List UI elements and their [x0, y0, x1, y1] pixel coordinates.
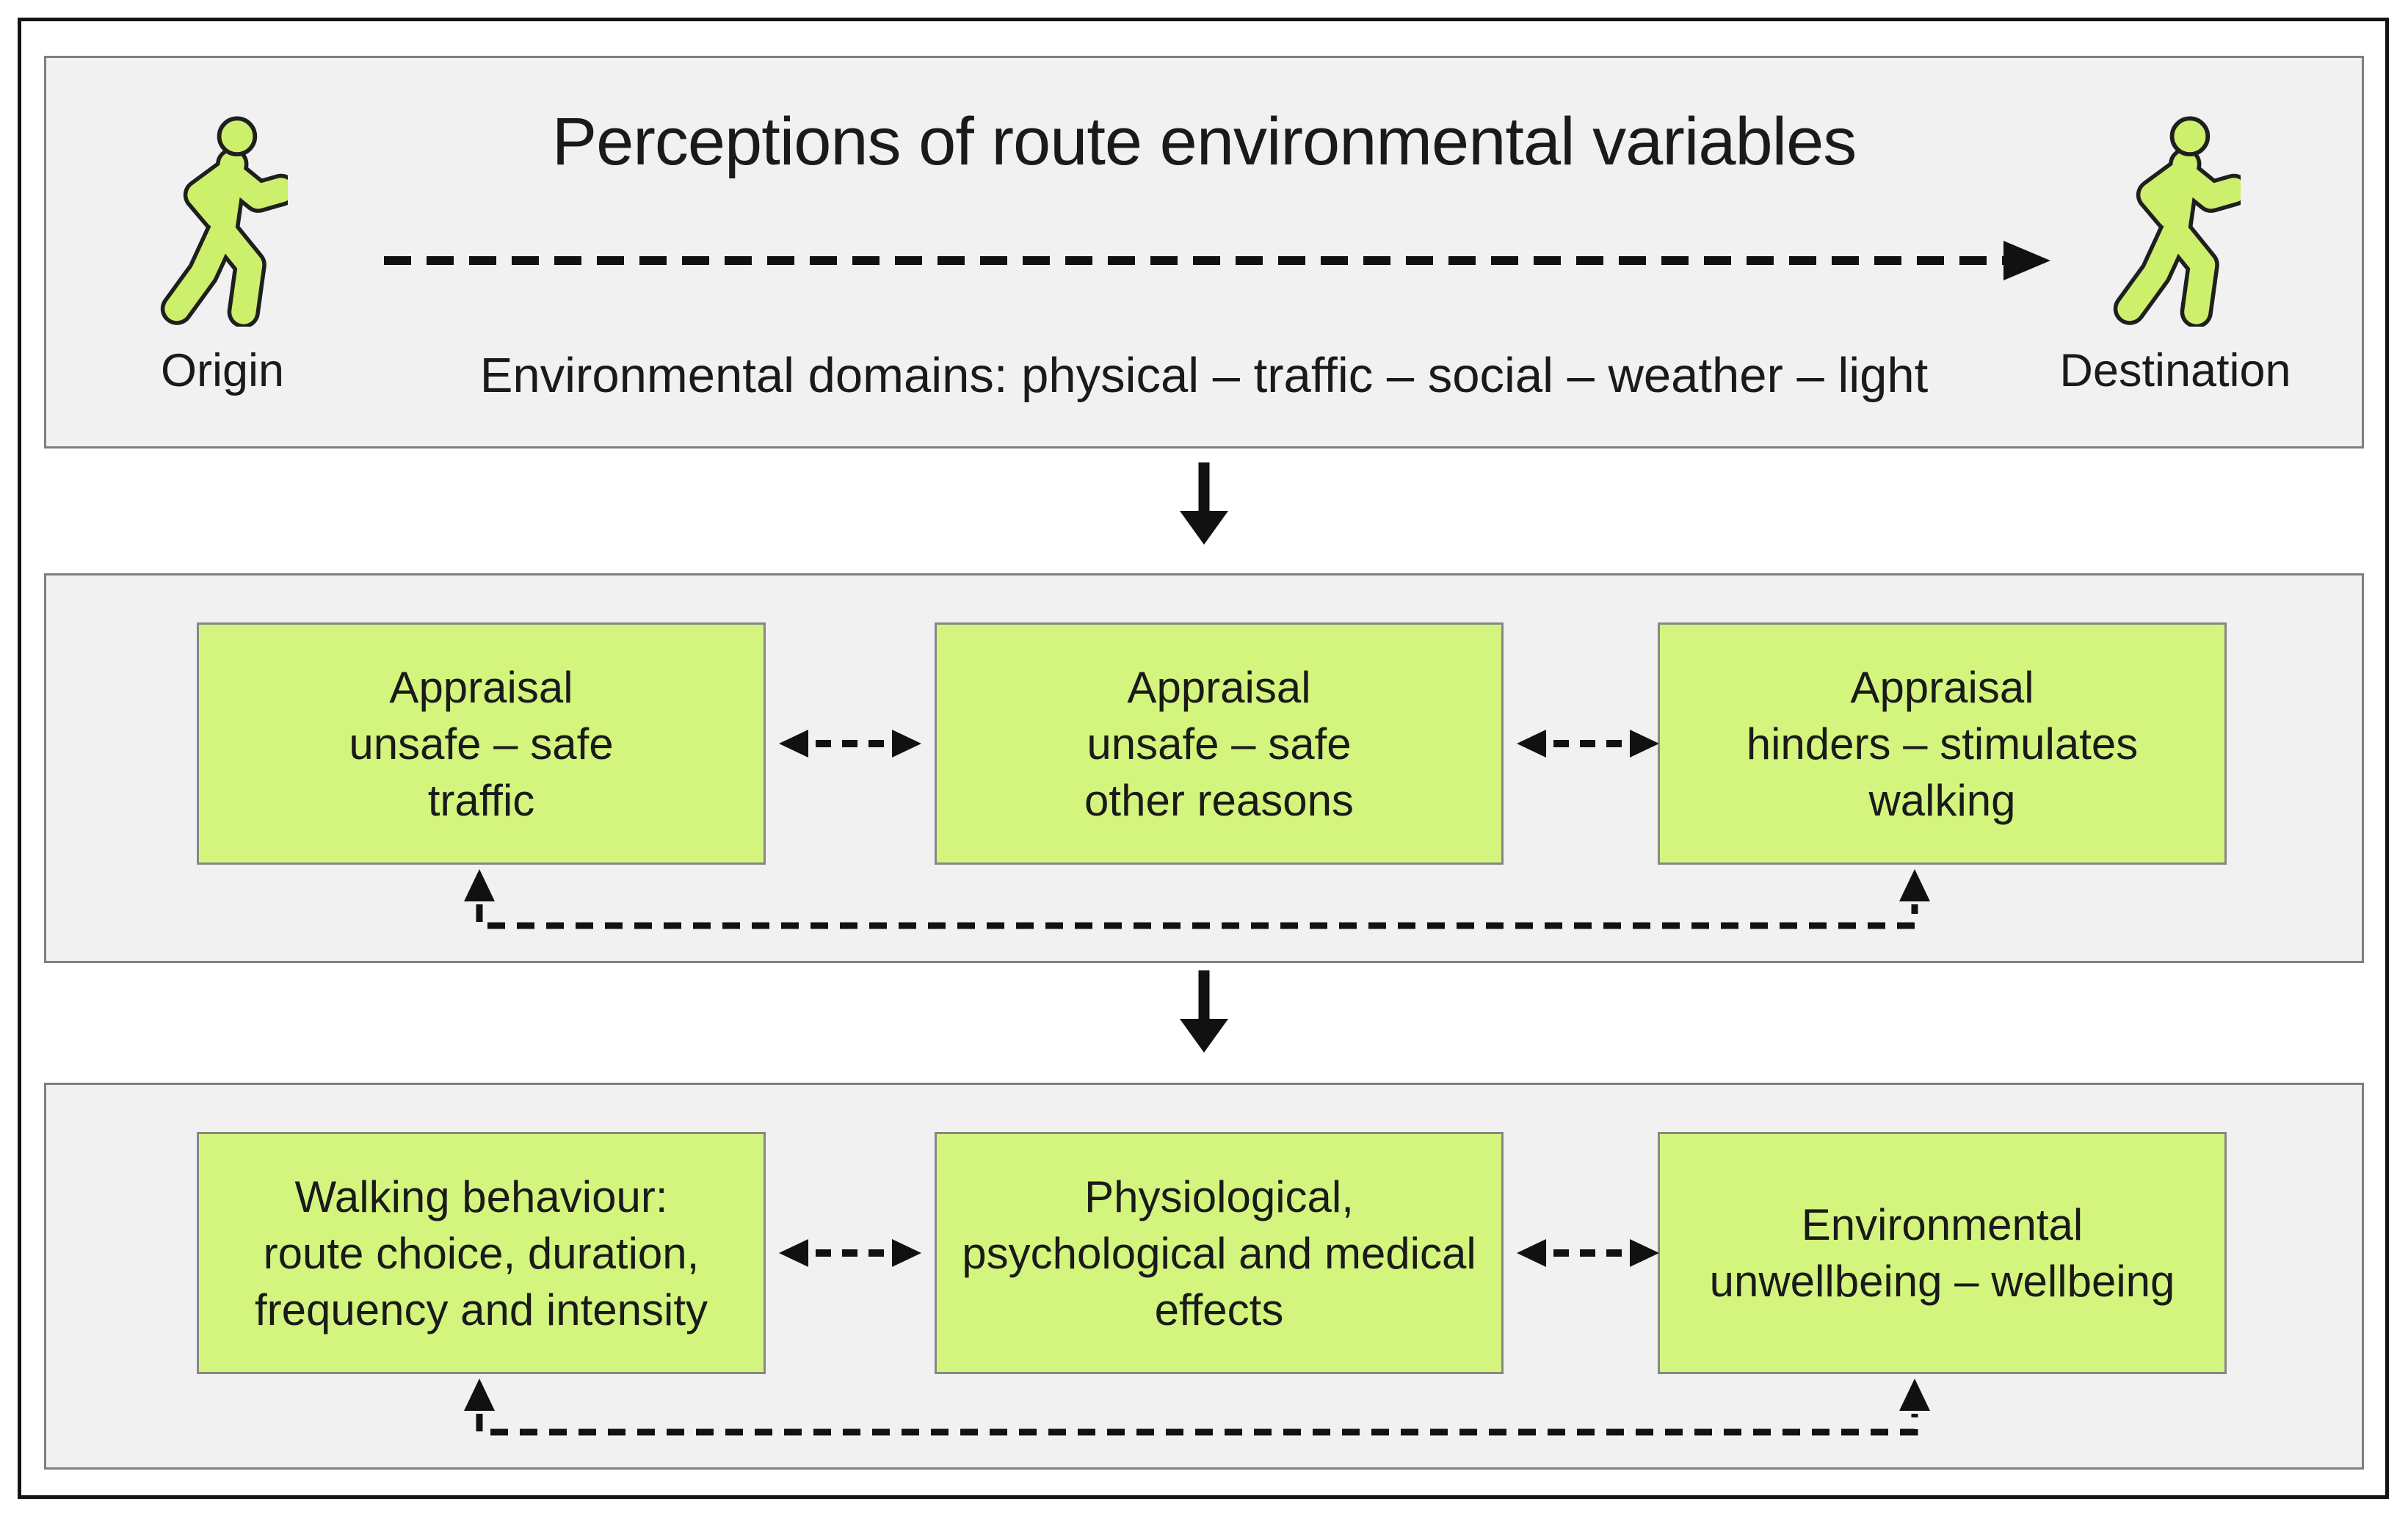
panel-title: Perceptions of route environmental varia… [551, 104, 1857, 179]
box-line: hinders – stimulates [1746, 719, 2139, 769]
perceptions-panel: Perceptions of route environmental varia… [44, 56, 2364, 448]
box-line: frequency and intensity [254, 1285, 708, 1334]
box-line: Environmental [1801, 1200, 2084, 1249]
box-line: psychological and medical [962, 1228, 1476, 1278]
box-line: effects [1154, 1285, 1284, 1334]
box-line: Physiological, [1084, 1172, 1354, 1221]
outcome-feedback-arrow [464, 1379, 1930, 1436]
box-line: Appraisal [1850, 662, 2034, 712]
flow-down-arrow-2 [1180, 970, 1228, 1053]
box-line: unsafe – safe [349, 719, 614, 769]
bidirectional-dashed-arrow [1517, 1239, 1659, 1267]
bidirectional-dashed-arrow [779, 1239, 921, 1267]
origin-endpoint: Origin [112, 115, 333, 397]
destination-endpoint: Destination [2059, 115, 2291, 397]
box-line: unsafe – safe [1087, 719, 1352, 769]
box-line: Appraisal [1127, 662, 1311, 712]
walking-person-icon [2113, 116, 2241, 327]
box-line: route choice, duration, [263, 1228, 700, 1278]
walking-person-icon [160, 116, 288, 327]
bidirectional-dashed-arrow [779, 730, 921, 758]
box-line: Appraisal [389, 662, 573, 712]
box-line: other reasons [1084, 775, 1354, 825]
origin-label: Origin [160, 345, 285, 396]
destination-label: Destination [2059, 345, 2291, 396]
bidirectional-dashed-arrow [1517, 730, 1659, 758]
environmental-wellbeing-box: Environmental unwellbeing – wellbeing [1658, 1132, 2227, 1374]
environmental-domains-caption: Environmental domains: physical – traffi… [479, 348, 1929, 403]
box-line: unwellbeing – wellbeing [1709, 1257, 2175, 1306]
appraisal-panel: Appraisal unsafe – safe traffic Appraisa… [44, 573, 2364, 963]
outcome-panel: Walking behaviour: route choice, duratio… [44, 1083, 2364, 1470]
physiological-effects-box: Physiological, psychological and medical… [935, 1132, 1504, 1374]
box-line: traffic [427, 775, 535, 825]
appraisal-traffic-box: Appraisal unsafe – safe traffic [197, 622, 766, 865]
box-line: walking [1868, 775, 2016, 825]
appraisal-feedback-arrow [464, 869, 1930, 929]
flow-down-arrow-1 [1180, 462, 1228, 545]
appraisal-walking-box: Appraisal hinders – stimulates walking [1658, 622, 2227, 865]
origin-destination-dashed-arrow [384, 241, 2050, 280]
walking-behaviour-box: Walking behaviour: route choice, duratio… [197, 1132, 766, 1374]
appraisal-other-reasons-box: Appraisal unsafe – safe other reasons [935, 622, 1504, 865]
box-line: Walking behaviour: [294, 1172, 668, 1221]
